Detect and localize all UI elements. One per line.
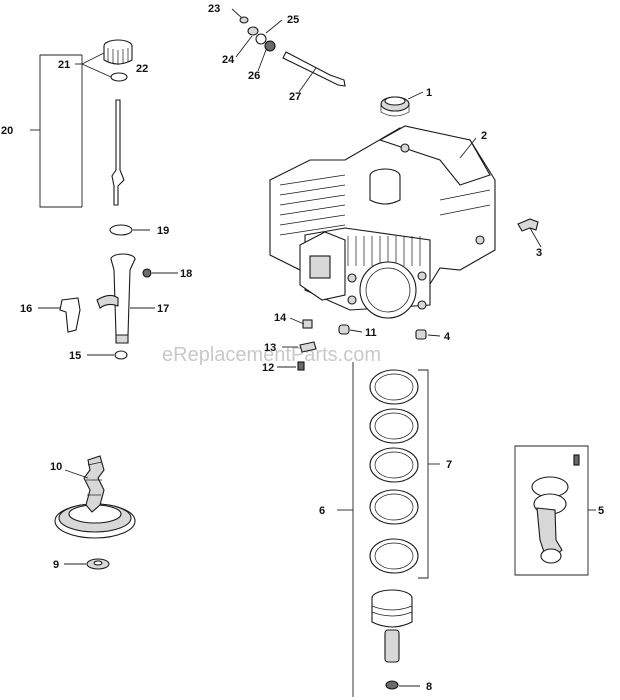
callout-10: 10: [50, 461, 62, 473]
callout-15: 15: [69, 350, 81, 362]
group-brackets: [30, 52, 589, 697]
part-hardware-top: [239, 16, 346, 87]
callout-23: 23: [208, 3, 220, 15]
part-crankcase-block: [269, 125, 496, 319]
callout-13: 13: [264, 342, 276, 354]
part-plug-4: [415, 329, 427, 340]
callout-7: 7: [446, 459, 452, 471]
part-oring-15: [114, 350, 128, 360]
callout-9: 9: [53, 559, 59, 571]
part-screw-18: [142, 268, 152, 278]
callout-24: 24: [222, 54, 235, 66]
part-washer-9: [86, 558, 110, 570]
part-camshaft: [54, 455, 136, 539]
callout-16: 16: [20, 303, 32, 315]
part-connecting-rod: [531, 454, 580, 564]
part-piston: [371, 589, 413, 690]
callout-26: 26: [248, 70, 260, 82]
callout-25: 25: [287, 14, 299, 26]
part-dipstick: [111, 99, 125, 206]
part-bracket-16: [59, 297, 81, 333]
callout-14: 14: [274, 312, 287, 324]
callout-21: 21: [58, 59, 70, 71]
callout-27: 27: [289, 91, 301, 103]
part-oring-19: [109, 224, 133, 236]
callout-8: 8: [426, 681, 432, 693]
callout-1: 1: [426, 87, 432, 99]
part-dipstick-tube: [96, 253, 136, 344]
callout-22: 22: [136, 63, 148, 75]
part-piston-rings: [369, 369, 419, 574]
part-oil-seal: [380, 96, 410, 117]
part-oil-cap: [103, 39, 133, 82]
callout-20: 20: [1, 125, 13, 137]
part-plug-11: [338, 324, 350, 335]
callout-12: 12: [262, 362, 274, 374]
callout-4: 4: [444, 331, 451, 343]
callout-19: 19: [157, 225, 169, 237]
callout-5: 5: [598, 505, 604, 517]
watermark: eReplacementParts.com: [162, 344, 381, 366]
part-clip: [517, 218, 539, 232]
callout-6: 6: [319, 505, 325, 517]
callout-3: 3: [536, 247, 542, 259]
callout-17: 17: [157, 303, 169, 315]
leader-lines: [38, 8, 596, 687]
callout-11: 11: [365, 327, 377, 339]
part-hardware-12-14: [297, 319, 317, 371]
callout-labels: 23 25 24 26 27 1 2 3 4 11 14 13 12 21 22…: [1, 3, 604, 693]
callout-18: 18: [180, 268, 192, 280]
callout-2: 2: [481, 130, 487, 142]
